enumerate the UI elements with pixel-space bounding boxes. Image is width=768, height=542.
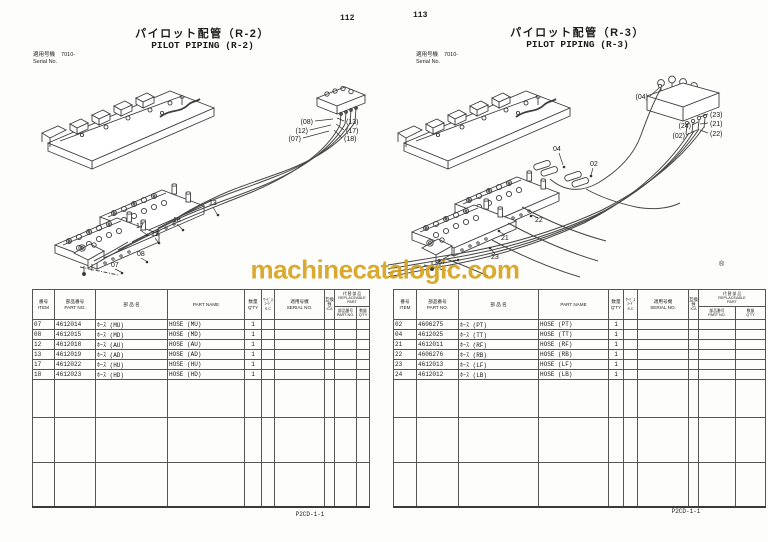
callout-label: (21) <box>710 121 722 128</box>
fitting-dots-left <box>120 213 220 275</box>
diagram-pilot-piping-r2: (08) (12) (07) (13) (17) (18) 13 18 17 1… <box>41 85 366 276</box>
serial-block-right: 適用号機 7010- Serial No. <box>416 52 458 66</box>
part-number-label: 04 <box>553 146 561 153</box>
leader-lines-left <box>114 117 345 273</box>
fitting-dots-right <box>456 165 593 262</box>
serial-label-en: Serial No. <box>33 58 58 65</box>
page-title-en-left: PILOT PIPING (R-2) <box>151 40 254 51</box>
callout-label: (12) <box>296 128 308 135</box>
col-header-part-name: PART NAME <box>538 289 609 320</box>
serial-label-jp: 適用号機 <box>416 52 439 58</box>
part-number-label: 02 <box>590 161 598 168</box>
callout-label: (08) <box>301 119 313 126</box>
callout-label: (17) <box>346 128 358 135</box>
piping-diagrams: (08) (12) (07) (13) (17) (18) 13 18 17 1… <box>41 75 722 278</box>
part-number-label: 12 <box>151 231 159 238</box>
footer-code-right: P2CD-1-1 <box>671 508 701 515</box>
empty-row <box>32 462 370 507</box>
part-number-label: 08 <box>137 251 145 258</box>
callout-label: (02) <box>673 133 685 140</box>
part-number-label: 18 <box>173 217 181 224</box>
col-header-name-jp: 部 品 名 <box>458 289 539 320</box>
page-title-en-right: PILOT PIPING (R-3) <box>526 39 629 50</box>
leader-lines-right <box>451 87 709 262</box>
part-number-label: 21 <box>501 235 509 242</box>
part-number-label: 22 <box>535 217 543 224</box>
part-number-label: 24 <box>437 259 445 266</box>
page-title-jp-right: パイロット配管（R-3） <box>510 27 645 39</box>
registered-mark: ® <box>719 261 725 268</box>
part-number-label: 07 <box>111 262 119 269</box>
part-number-label: 23 <box>491 254 499 261</box>
empty-row <box>393 417 766 463</box>
hose-bundle-left <box>79 121 356 276</box>
page-number-right: 113 <box>413 11 428 20</box>
empty-row <box>32 417 370 463</box>
page-number-left: 112 <box>340 14 355 23</box>
empty-row <box>393 379 766 418</box>
col-header-name-jp: 部 品 名 <box>95 289 168 320</box>
callout-label: (18) <box>344 136 356 143</box>
empty-row <box>393 462 766 507</box>
serial-label-en: Serial No. <box>416 58 441 65</box>
diagram-pilot-piping-r3: (04) (23) (24) (21) (02) (22) 04 02 22 2… <box>387 75 722 278</box>
hose-bundle-right <box>387 83 705 278</box>
callout-label: (07) <box>289 136 301 143</box>
callout-label: (04) <box>636 94 648 101</box>
empty-row <box>32 379 370 418</box>
part-number-label: 17 <box>136 223 144 230</box>
part-number-label: 13 <box>209 200 217 207</box>
serial-label-jp: 適用号機 <box>33 52 56 58</box>
serial-block-left: 適用号機 7010- Serial No. <box>33 52 75 66</box>
serial-value: 7010- <box>444 52 459 58</box>
page-title-jp-left: パイロット配管（R-2） <box>135 28 270 40</box>
callout-label: (22) <box>710 131 722 138</box>
serial-value: 7010- <box>61 52 76 58</box>
callout-label: (24) <box>679 123 691 130</box>
callout-label: (13) <box>346 119 358 126</box>
footer-code-left: P2CD-1-1 <box>295 511 325 518</box>
col-header-part-name: PART NAME <box>167 289 245 320</box>
watermark: machinecatalogic.com <box>250 254 520 285</box>
callout-label: (23) <box>710 112 722 119</box>
